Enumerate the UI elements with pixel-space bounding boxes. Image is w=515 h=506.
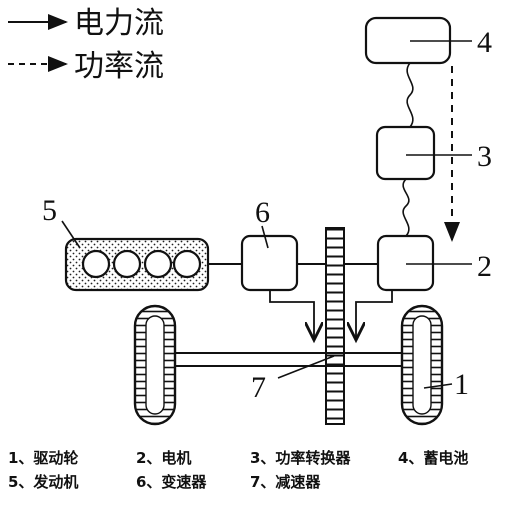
label-wheel-number: 1 [454,368,469,401]
caption-engine: 5、发动机 [8,473,78,491]
label-motor-number: 2 [477,250,492,283]
label-engine-number: 5 [42,194,57,227]
engine-cylinder [143,249,173,279]
label-reducer-number: 7 [251,371,266,404]
transmission-to-reducer-flow-arrow [269,290,314,340]
caption-reducer: 7、减速器 [250,473,321,491]
transmission-box [240,234,299,292]
engine-cylinder [172,249,202,279]
reducer-gear [325,227,345,425]
engine-leader [61,220,81,249]
caption-motor: 2、电机 [136,449,191,467]
legend-power-flow-label: 电力流 [74,6,164,41]
caption-battery: 4、蓄电池 [398,449,468,467]
legend-mech-flow-label: 功率流 [74,49,164,84]
power-converter-box [375,125,436,181]
engine-cylinder [112,249,142,279]
transmission-leader [261,225,269,249]
battery-to-converter-wire [406,62,414,128]
motor-to-reducer-flow-arrow [356,290,393,340]
right-wheel-hub [412,315,432,415]
component-captions: 1、驱动轮 2、电机 3、功率转换器 4、蓄电池 5、发动机 6、变速器 7、减… [8,449,468,491]
label-battery-number: 4 [477,26,492,59]
caption-drive-wheel: 1、驱动轮 [8,449,78,467]
wheel-leader [423,383,453,389]
converter-to-motor-wire [402,178,410,237]
left-wheel-hub [145,315,165,415]
legend: 电力流 功率流 [8,6,164,84]
engine-cylinder [81,249,111,279]
caption-power-converter: 3、功率转换器 [250,449,351,467]
label-transmission-number: 6 [255,196,270,229]
motor-box [376,234,435,292]
label-power-converter-number: 3 [477,140,492,173]
caption-transmission: 6、变速器 [136,473,207,491]
